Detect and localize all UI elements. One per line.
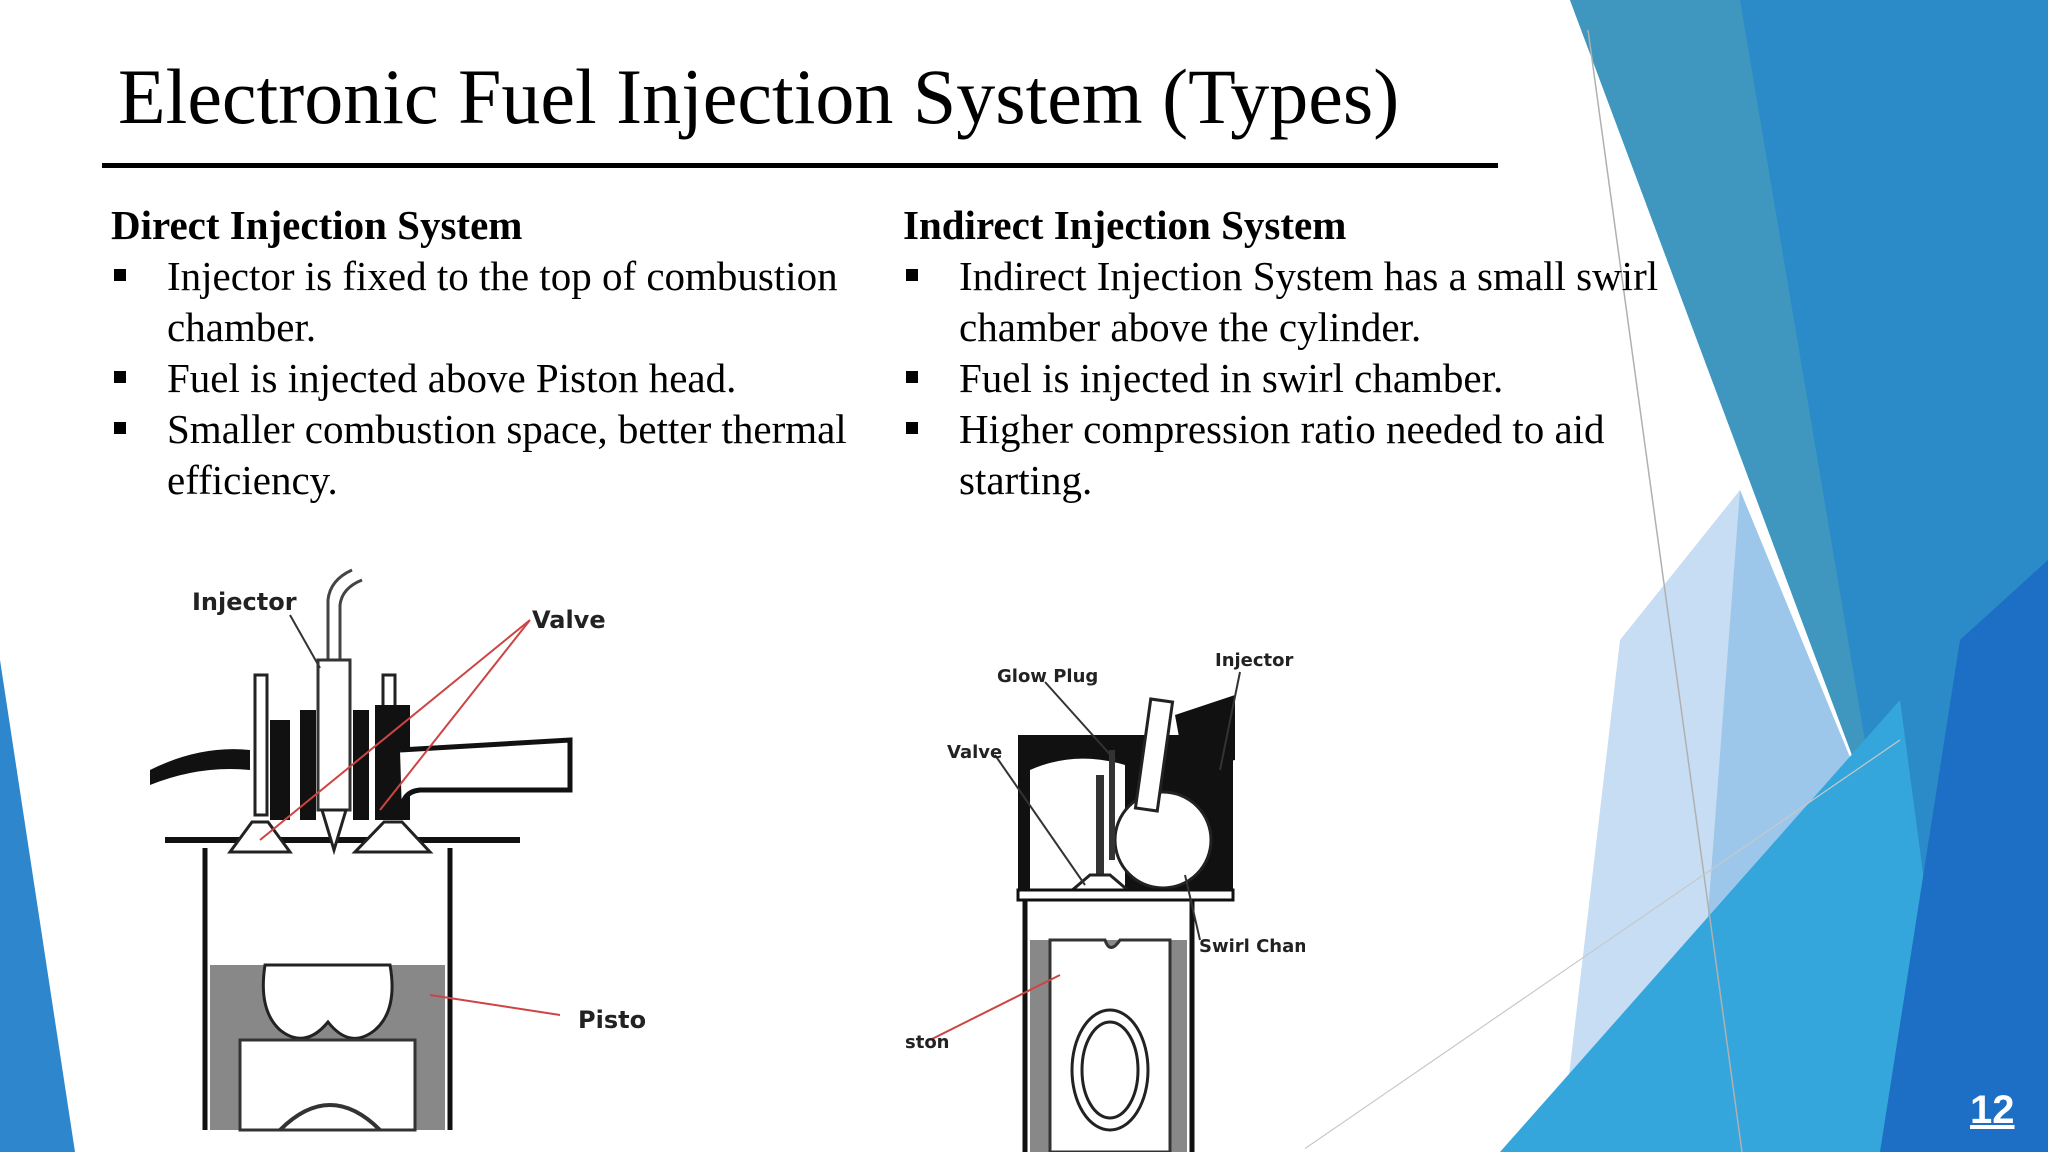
indirect-injection-diagram: Glow Plug Injector Valve Swirl Chambe st… bbox=[905, 640, 1338, 1154]
square-bullet-icon bbox=[114, 269, 126, 281]
square-bullet-icon bbox=[114, 371, 126, 383]
square-bullet-icon bbox=[906, 422, 918, 434]
bullet-text: Fuel is injected above Piston head. bbox=[167, 355, 737, 401]
glow-plug-label: Glow Plug bbox=[997, 666, 1098, 687]
slide-title: Electronic Fuel Injection System (Types) bbox=[118, 53, 1400, 140]
corner-dark-blue bbox=[1880, 560, 2048, 1152]
bottom-cyan-shard bbox=[1500, 700, 1960, 1152]
right-teal-band bbox=[1570, 0, 1880, 830]
thin-diagonal-line bbox=[1299, 739, 1901, 1152]
bullet-text: Fuel is injected in swirl chamber. bbox=[959, 355, 1504, 401]
valve-label: Valve bbox=[532, 606, 606, 634]
title-underline bbox=[102, 163, 1498, 168]
swirl-chamber-label: Swirl Chambe bbox=[1199, 936, 1305, 957]
injector-label: Injector bbox=[1215, 650, 1294, 671]
indirect-injection-column: Indirect Injection System Indirect Injec… bbox=[903, 200, 1703, 506]
square-bullet-icon bbox=[906, 371, 918, 383]
thin-diagonal-line bbox=[1587, 29, 1743, 1152]
indirect-injection-bullets: Indirect Injection System has a small sw… bbox=[903, 251, 1703, 506]
left-blue-sliver bbox=[0, 660, 75, 1152]
square-bullet-icon bbox=[114, 422, 126, 434]
injector-label: Injector bbox=[192, 588, 297, 616]
bullet-item: Indirect Injection System has a small sw… bbox=[903, 251, 1703, 353]
square-bullet-icon bbox=[906, 269, 918, 281]
piston-label: Pisto bbox=[578, 1006, 646, 1034]
bullet-text: Injector is fixed to the top of combusti… bbox=[167, 253, 838, 350]
slide-number: 12 bbox=[1970, 1088, 2015, 1132]
bullet-text: Higher compression ratio needed to aid s… bbox=[959, 406, 1605, 503]
bullet-text: Indirect Injection System has a small sw… bbox=[959, 253, 1659, 350]
bullet-item: Higher compression ratio needed to aid s… bbox=[903, 404, 1703, 506]
direct-injection-bullets: Injector is fixed to the top of combusti… bbox=[111, 251, 911, 506]
direct-injection-diagram: Injector Valve Pisto bbox=[140, 560, 650, 1152]
piston-label: ston bbox=[905, 1032, 950, 1053]
bullet-item: Injector is fixed to the top of combusti… bbox=[111, 251, 911, 353]
indirect-injection-heading: Indirect Injection System bbox=[903, 202, 1347, 248]
direct-injection-heading: Direct Injection System bbox=[111, 202, 523, 248]
bullet-item: Fuel is injected in swirl chamber. bbox=[903, 353, 1703, 404]
direct-injection-column: Direct Injection System Injector is fixe… bbox=[111, 200, 911, 506]
bullet-text: Smaller combustion space, better thermal… bbox=[167, 406, 847, 503]
bullet-item: Smaller combustion space, better thermal… bbox=[111, 404, 911, 506]
bullet-item: Fuel is injected above Piston head. bbox=[111, 353, 911, 404]
valve-label: Valve bbox=[947, 742, 1002, 763]
